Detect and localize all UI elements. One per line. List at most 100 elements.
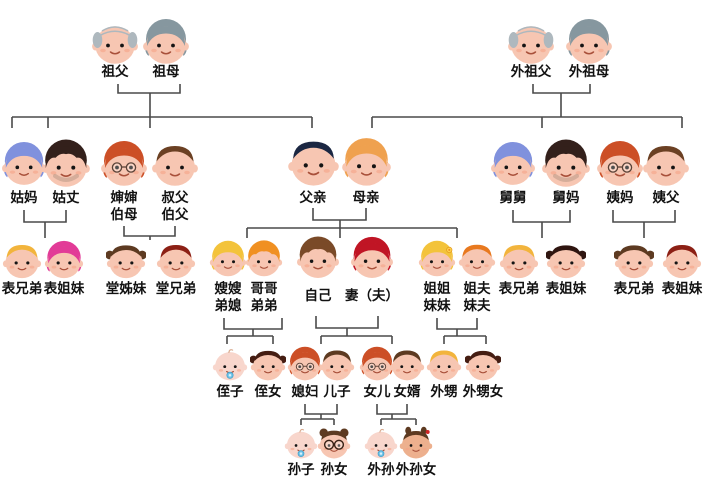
person-nvxu: 女婿 xyxy=(389,346,425,400)
fuqin-label: 父亲 xyxy=(299,190,327,206)
person-yifu: 姨父 xyxy=(642,140,690,206)
shenshen-label-alt: 伯母 xyxy=(110,206,138,223)
jiejie-avatar-icon xyxy=(418,240,456,278)
biaojiemei2-label: 表姐妹 xyxy=(545,281,587,297)
jiujiu-avatar-icon xyxy=(490,141,536,187)
qi-label: 妻（夫） xyxy=(345,288,399,304)
tangzimei-avatar-icon xyxy=(105,240,147,280)
biaoxiongdi3-label: 表兄弟 xyxy=(613,281,655,297)
guma-label: 姑妈 xyxy=(10,190,38,206)
waisunnv-avatar-icon xyxy=(399,426,433,460)
qi-avatar-icon xyxy=(350,236,394,280)
person-waizumu: 外祖母 xyxy=(565,18,613,80)
gege-label: 哥哥 xyxy=(250,281,278,297)
person-biaojiemei2: 表姐妹 xyxy=(545,240,587,297)
erzi-label: 儿子 xyxy=(323,384,351,400)
sunzi-label: 孙子 xyxy=(287,462,315,478)
waisunnv-label: 外孙女 xyxy=(395,462,437,478)
person-biaoxiongdi3: 表兄弟 xyxy=(613,240,655,297)
shufu-avatar-icon xyxy=(151,140,199,188)
person-qi: 妻（夫） xyxy=(345,236,399,304)
saosao-label-alt: 弟媳 xyxy=(214,297,242,314)
person-zhizi: 侄子 xyxy=(212,346,248,400)
biaojiemei3-avatar-icon xyxy=(662,240,702,280)
xifu-label: 媳妇 xyxy=(291,384,319,400)
person-guzhang: 姑丈 xyxy=(41,139,91,206)
zumu-avatar-icon xyxy=(142,18,190,66)
zhinv-label: 侄女 xyxy=(254,384,282,400)
guma-avatar-icon xyxy=(1,141,47,187)
jiefu-label-alt: 妹夫 xyxy=(463,297,491,314)
person-zumu: 祖母 xyxy=(142,18,190,80)
shufu-label: 叔父 xyxy=(161,190,189,206)
person-waishengnv: 外甥女 xyxy=(463,346,503,400)
jiuma-label: 舅妈 xyxy=(552,190,580,206)
biaojiemei1-avatar-icon xyxy=(44,240,84,280)
waizufu-avatar-icon xyxy=(507,18,555,66)
tangxiongdi-label: 堂兄弟 xyxy=(155,281,197,297)
zufu-avatar-icon xyxy=(91,18,139,66)
jiejie-label-alt: 妹妹 xyxy=(423,297,451,314)
zufu-label: 祖父 xyxy=(101,64,129,80)
zhizi-avatar-icon xyxy=(212,346,248,382)
person-muqin: 母亲 xyxy=(341,137,392,206)
jiujiu-label: 舅舅 xyxy=(499,190,527,206)
waizumu-label: 外祖母 xyxy=(568,64,610,80)
guzhang-label: 姑丈 xyxy=(52,190,80,206)
sunnv-label: 孙女 xyxy=(320,462,348,478)
person-tangxiongdi: 堂兄弟 xyxy=(156,240,196,297)
person-waizufu: 外祖父 xyxy=(507,18,555,80)
waisheng-avatar-icon xyxy=(426,346,462,382)
person-jiujiu: 舅舅 xyxy=(490,141,536,206)
biaoxiongdi2-avatar-icon xyxy=(499,240,539,280)
tangxiongdi-avatar-icon xyxy=(156,240,196,280)
nvxu-avatar-icon xyxy=(389,346,425,382)
person-yima: 姨妈 xyxy=(596,140,644,206)
jiefu-avatar-icon xyxy=(458,240,496,278)
muqin-label: 母亲 xyxy=(352,190,380,206)
waishengnv-label: 外甥女 xyxy=(462,384,504,400)
shufu-label-alt: 伯父 xyxy=(161,206,189,223)
biaoxiongdi1-avatar-icon xyxy=(2,240,42,280)
person-fuqin: 父亲 xyxy=(287,135,340,206)
person-zufu: 祖父 xyxy=(91,18,139,80)
zhizi-label: 侄子 xyxy=(216,384,244,400)
person-saosao: 嫂嫂 弟媳 xyxy=(209,240,247,314)
biaojiemei3-label: 表姐妹 xyxy=(661,281,703,297)
yifu-avatar-icon xyxy=(642,140,690,188)
person-gege: 哥哥 弟弟 xyxy=(245,240,283,314)
person-shufu: 叔父 伯父 xyxy=(151,140,199,223)
biaoxiongdi1-label: 表兄弟 xyxy=(1,281,43,297)
biaoxiongdi3-avatar-icon xyxy=(613,240,655,280)
person-waisun: 外孙 xyxy=(364,426,398,478)
person-xifu: 媳妇 xyxy=(287,346,323,400)
jiefu-label: 姐夫 xyxy=(463,281,491,297)
person-zhinv: 侄女 xyxy=(249,346,287,400)
waisun-label: 外孙 xyxy=(367,462,395,478)
person-shenshen: 婶婶 伯母 xyxy=(100,140,148,223)
biaoxiongdi2-label: 表兄弟 xyxy=(498,281,540,297)
person-biaojiemei1: 表姐妹 xyxy=(44,240,84,297)
biaojiemei1-label: 表姐妹 xyxy=(43,281,85,297)
yifu-label: 姨父 xyxy=(652,190,680,206)
person-jiefu: 姐夫 妹夫 xyxy=(458,240,496,314)
xifu-avatar-icon xyxy=(287,346,323,382)
shenshen-avatar-icon xyxy=(100,140,148,188)
biaojiemei2-avatar-icon xyxy=(545,240,587,280)
person-tangzimei: 堂姊妹 xyxy=(105,240,147,297)
guzhang-avatar-icon xyxy=(41,139,91,189)
ziji-avatar-icon xyxy=(296,236,340,280)
person-biaoxiongdi1: 表兄弟 xyxy=(2,240,42,297)
yima-avatar-icon xyxy=(596,140,644,188)
waishengnv-avatar-icon xyxy=(464,346,502,382)
muqin-avatar-icon xyxy=(341,137,392,188)
person-guma: 姑妈 xyxy=(1,141,47,206)
waizumu-avatar-icon xyxy=(565,18,613,66)
fuqin-avatar-icon xyxy=(287,135,340,188)
person-ziji: 自己 xyxy=(296,236,340,304)
person-waisunnv: 外孙女 xyxy=(396,426,436,478)
waisheng-label: 外甥 xyxy=(430,384,458,400)
zumu-label: 祖母 xyxy=(152,64,180,80)
